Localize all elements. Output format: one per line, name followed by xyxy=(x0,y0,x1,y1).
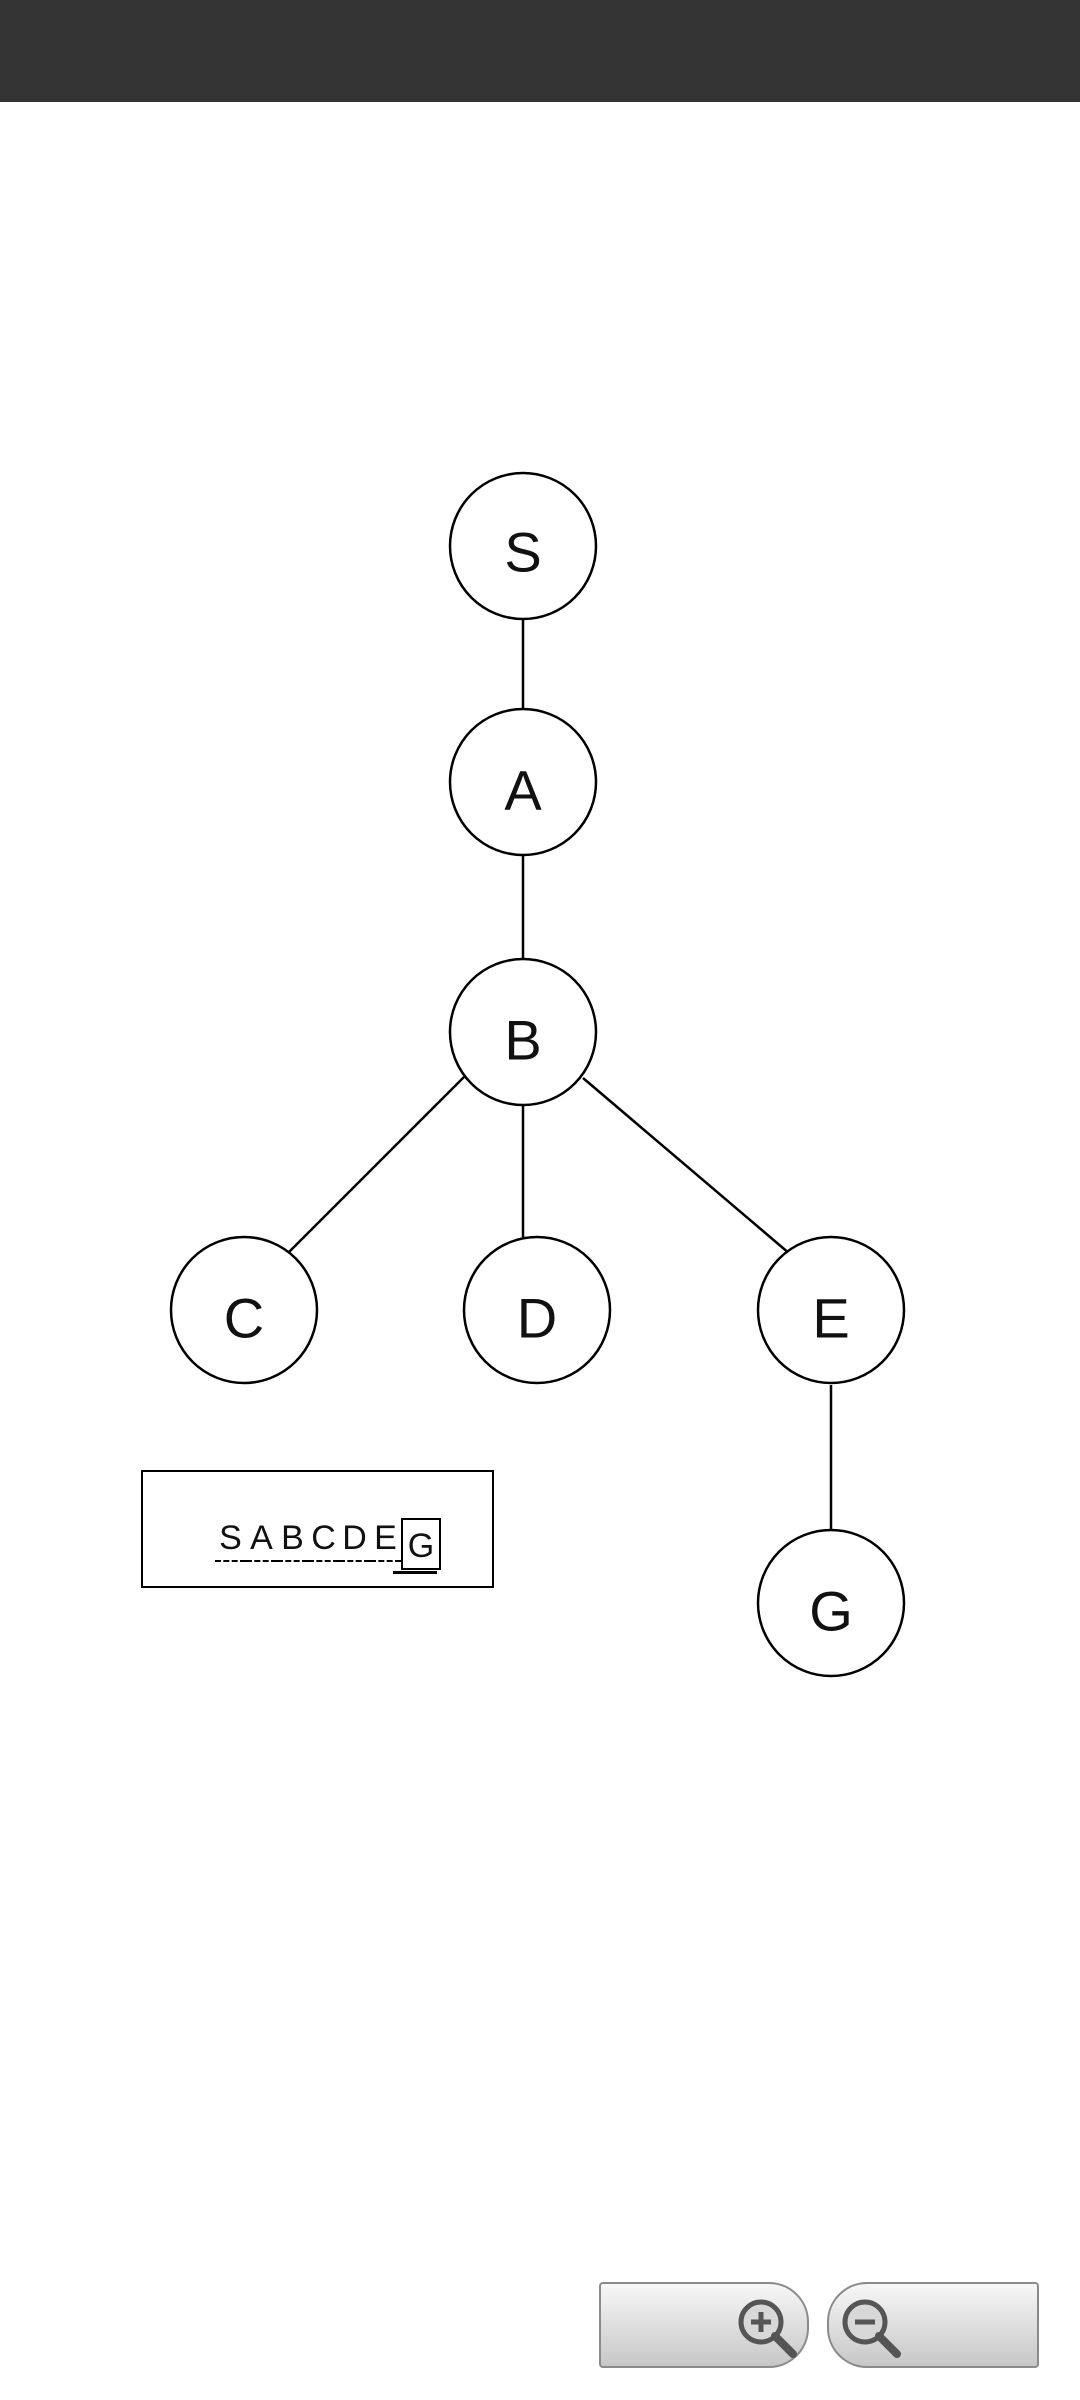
zoom-in-magnifier-icon xyxy=(738,2299,797,2358)
path-current-step: G xyxy=(401,1518,441,1570)
path-step-E: E xyxy=(370,1520,401,1562)
zoom-out-magnifier-icon xyxy=(842,2299,901,2358)
tree-node-G: G xyxy=(756,1528,906,1678)
node-label-A: A xyxy=(504,759,542,822)
tree-node-D: D xyxy=(462,1235,612,1385)
path-step-B: B xyxy=(277,1520,308,1562)
zoom-in-button[interactable] xyxy=(599,2282,809,2368)
node-label-C: C xyxy=(224,1287,264,1350)
top-bar xyxy=(0,0,1080,102)
current-step-underline xyxy=(393,1571,437,1574)
search-path-box: S A B C D E G xyxy=(141,1470,494,1588)
tree-node-C: C xyxy=(169,1235,319,1385)
path-step-A: A xyxy=(246,1520,277,1562)
tree-node-E: E xyxy=(756,1235,906,1385)
node-label-B: B xyxy=(504,1009,541,1072)
node-label-D: D xyxy=(517,1287,557,1350)
path-step-D: D xyxy=(339,1520,370,1562)
node-label-G: G xyxy=(809,1580,853,1643)
path-sequence: S A B C D E G xyxy=(215,1510,441,1570)
node-label-S: S xyxy=(504,521,541,584)
path-step-S: S xyxy=(215,1520,246,1562)
tree-node-A: A xyxy=(448,707,598,857)
edge-B-E xyxy=(582,1077,791,1255)
tree-node-B: B xyxy=(448,957,598,1107)
zoom-out-button[interactable] xyxy=(827,2282,1039,2368)
node-label-E: E xyxy=(812,1287,849,1350)
path-step-C: C xyxy=(308,1520,339,1562)
edge-B-C xyxy=(288,1076,465,1253)
tree-node-S: S xyxy=(448,471,598,621)
